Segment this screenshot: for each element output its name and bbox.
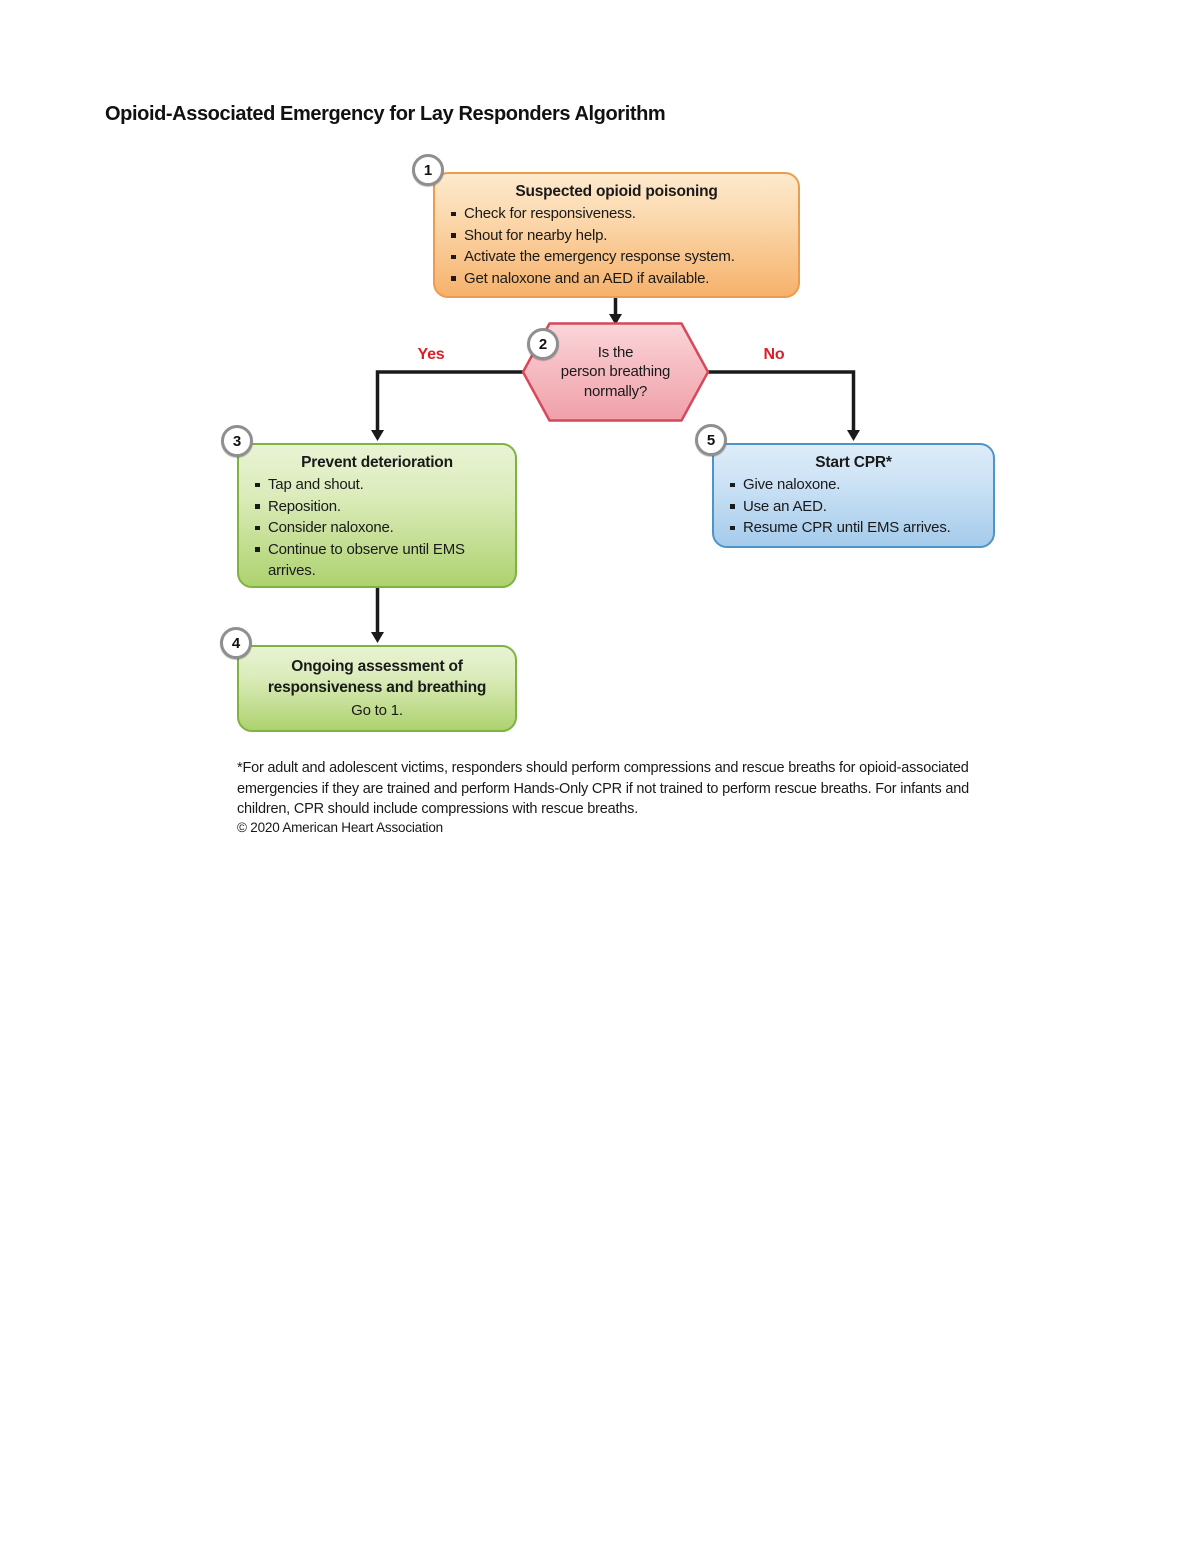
decision-line: Is the	[597, 343, 634, 361]
step5-bullet: Use an AED.	[726, 496, 981, 518]
page-title: Opioid-Associated Emergency for Lay Resp…	[105, 103, 666, 125]
step1-box-suspected-opioid-poisoning: Suspected opioid poisoning Check for res…	[433, 172, 800, 298]
step-number-badge-5: 5	[695, 424, 727, 456]
step5-box-start-cpr: Start CPR* Give naloxone. Use an AED. Re…	[712, 443, 995, 548]
branch-label-no: No	[763, 346, 785, 363]
step3-box-prevent-deterioration: Prevent deterioration Tap and shout. Rep…	[237, 443, 517, 588]
copyright-text: © 2020 American Heart Association	[237, 820, 443, 835]
step4-box-ongoing-assessment: Ongoing assessment of responsiveness and…	[237, 645, 517, 732]
step-number-badge-3: 3	[221, 425, 253, 457]
step-number-badge-2: 2	[527, 328, 559, 360]
step5-title: Start CPR*	[815, 454, 892, 471]
decision-line: person breathing	[560, 363, 671, 381]
step3-bullet-list: Tap and shout. Reposition. Consider nalo…	[251, 474, 503, 582]
step5-bullet: Resume CPR until EMS arrives.	[726, 517, 981, 539]
step3-bullet: Consider naloxone.	[251, 517, 503, 539]
arrow-no-branch	[708, 370, 860, 441]
step1-bullet: Check for responsiveness.	[447, 203, 786, 225]
step1-bullet: Get naloxone and an AED if available.	[447, 268, 786, 290]
step3-bullet: Continue to observe until EMS arrives.	[251, 539, 503, 582]
arrow-step3-to-step4	[371, 588, 384, 643]
step3-title: Prevent deterioration	[301, 454, 453, 471]
step1-title: Suspected opioid poisoning	[515, 183, 718, 200]
footnote-text: *For adult and adolescent victims, respo…	[237, 760, 969, 817]
step5-bullet-list: Give naloxone. Use an AED. Resume CPR un…	[726, 474, 981, 539]
arrow-step1-to-decision	[609, 298, 622, 325]
step4-goto-text: Go to 1.	[351, 702, 403, 719]
step3-bullet: Tap and shout.	[251, 474, 503, 496]
step5-bullet: Give naloxone.	[726, 474, 981, 496]
branch-label-yes: Yes	[417, 346, 445, 363]
decision-line: normally?	[583, 382, 648, 400]
step-number-badge-4: 4	[220, 627, 252, 659]
arrow-yes-branch	[371, 370, 523, 441]
step1-bullet: Activate the emergency response system.	[447, 246, 786, 268]
step1-bullet-list: Check for responsiveness. Shout for near…	[447, 203, 786, 289]
step4-title: Ongoing assessment of responsiveness and…	[267, 658, 487, 696]
step-number-badge-1: 1	[412, 154, 444, 186]
step1-bullet: Shout for nearby help.	[447, 225, 786, 247]
step3-bullet: Reposition.	[251, 496, 503, 518]
